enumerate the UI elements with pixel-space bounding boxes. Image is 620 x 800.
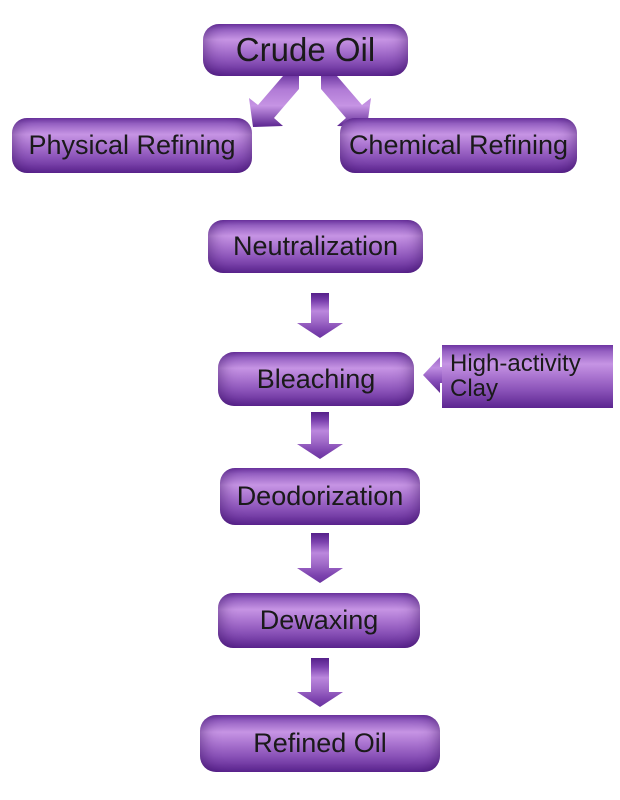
arrow-clay-to-bleaching bbox=[423, 357, 450, 393]
node-high-activity-clay-label-line1: High-activity bbox=[450, 349, 581, 377]
node-high-activity-clay: High-activity Clay bbox=[442, 345, 613, 408]
node-refined-oil: Refined Oil bbox=[200, 715, 440, 772]
node-neutralization: Neutralization bbox=[208, 220, 423, 273]
node-crude-oil-label: Crude Oil bbox=[235, 31, 376, 68]
node-chemical-refining-label: Chemical Refining bbox=[348, 130, 569, 160]
arrow-neutralization-to-bleaching bbox=[297, 293, 343, 338]
node-bleaching: Bleaching bbox=[218, 352, 414, 406]
node-dewaxing-label: Dewaxing bbox=[259, 605, 379, 635]
arrow-crude-to-chemical-refining bbox=[321, 74, 371, 127]
arrow-deodorization-to-dewaxing bbox=[297, 533, 343, 583]
node-high-activity-clay-label-line2: Clay bbox=[450, 374, 499, 402]
node-crude-oil: Crude Oil bbox=[203, 24, 408, 76]
node-physical-refining-label: Physical Refining bbox=[28, 130, 236, 160]
arrow-dewaxing-to-refined-oil bbox=[297, 658, 343, 707]
node-deodorization: Deodorization bbox=[220, 468, 420, 525]
node-deodorization-label: Deodorization bbox=[236, 481, 404, 511]
node-bleaching-label: Bleaching bbox=[256, 363, 376, 394]
node-physical-refining: Physical Refining bbox=[12, 118, 252, 173]
node-chemical-refining: Chemical Refining bbox=[340, 118, 577, 173]
node-refined-oil-label: Refined Oil bbox=[253, 728, 387, 758]
node-dewaxing: Dewaxing bbox=[218, 593, 420, 648]
node-neutralization-label: Neutralization bbox=[232, 231, 399, 261]
arrow-crude-to-physical-refining bbox=[249, 74, 299, 127]
arrow-bleaching-to-deodorization bbox=[297, 412, 343, 459]
